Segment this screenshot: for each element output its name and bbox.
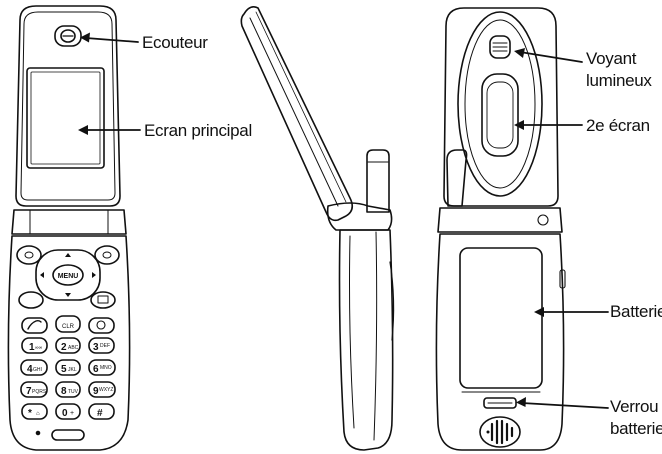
end-key — [88, 317, 115, 334]
menu-button — [52, 264, 84, 286]
key-3-letters: DEF — [100, 343, 110, 349]
right-soft-key — [94, 245, 120, 265]
label-battery-lock-line1: Verrou — [610, 397, 659, 416]
label-indicator-light: Voyant lumineux — [586, 48, 652, 92]
menu-key-label: MENU — [58, 273, 79, 280]
front-base — [7, 235, 131, 451]
label-indicator-line1: Voyant — [586, 49, 637, 68]
back-antenna — [446, 149, 468, 207]
side-lid — [240, 6, 354, 222]
outer-window — [457, 11, 543, 197]
left-function-key — [18, 291, 44, 309]
key-1-letters: ∞∞ — [35, 345, 43, 351]
key-6-digit: 6 — [93, 364, 99, 375]
speaker-grille — [479, 416, 521, 448]
key-9-letters: WXYZ — [99, 387, 113, 393]
keypad-labels: MENU CLR 1 ∞∞ 2 ABC 3 DEF 4 GHI 5 JKL 6 … — [26, 273, 113, 419]
label-battery: Batterie — [610, 302, 662, 321]
label-earpiece: Ecouteur — [142, 33, 208, 52]
indicator-light — [489, 35, 511, 59]
second-screen — [481, 73, 519, 157]
main-screen — [26, 67, 105, 169]
side-antenna — [366, 149, 390, 213]
label-indicator-line2: lumineux — [586, 71, 652, 90]
key-hash-digit: # — [97, 408, 103, 419]
nav-pad — [35, 249, 101, 301]
clr-key — [55, 315, 81, 333]
callout-arrows — [81, 37, 609, 409]
right-function-key — [90, 291, 116, 309]
send-key — [21, 317, 48, 334]
phone-side-view — [240, 6, 395, 451]
back-base — [435, 233, 565, 451]
key-6-letters: MNO — [100, 365, 112, 371]
key-1-digit: 1 — [29, 342, 35, 353]
label-battery-lock: Verrou batterie — [610, 396, 662, 440]
side-base — [338, 229, 394, 451]
key-5-digit: 5 — [61, 364, 67, 375]
battery-lock — [483, 397, 517, 409]
key-5-letters: JKL — [68, 367, 77, 373]
key-9-digit: 9 — [93, 386, 99, 397]
back-hinge — [437, 207, 563, 233]
earpiece-icon — [54, 25, 82, 47]
number-keys — [20, 337, 116, 420]
key-8-letters: TUV — [68, 389, 79, 395]
key-star-letters: ⌂ — [36, 411, 40, 417]
left-soft-key — [16, 245, 42, 265]
key-8-digit: 8 — [61, 386, 67, 397]
front-hinge — [11, 209, 127, 235]
phone-front-view — [7, 5, 131, 451]
key-star-digit: * — [28, 408, 32, 419]
key-3-digit: 3 — [93, 342, 99, 353]
phone-back-view — [435, 7, 566, 451]
key-7-digit: 7 — [26, 386, 32, 397]
key-0-letters: + — [70, 410, 74, 417]
front-lid — [15, 5, 121, 207]
key-4-digit: 4 — [27, 364, 33, 375]
microphone — [51, 429, 85, 441]
key-2-letters: ABC — [68, 345, 79, 351]
side-hinge — [326, 202, 393, 231]
key-0-digit: 0 — [62, 408, 68, 419]
key-2-digit: 2 — [61, 342, 67, 353]
label-battery-lock-line2: batterie — [610, 419, 662, 438]
label-main-screen: Ecran principal — [144, 121, 252, 140]
key-4-letters: GHI — [33, 367, 42, 373]
key-7-letters: PQRS — [32, 389, 47, 395]
label-second-screen: 2e écran — [586, 116, 650, 135]
battery — [459, 247, 543, 389]
clr-key-label: CLR — [62, 324, 75, 330]
